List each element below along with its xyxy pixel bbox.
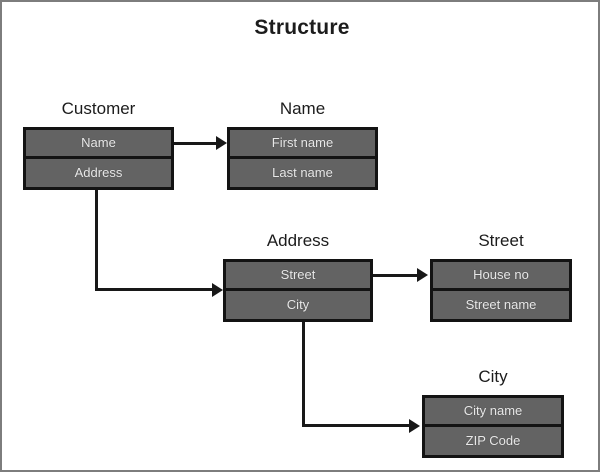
group-label-name: Name xyxy=(279,99,326,118)
box-name: First name Last name xyxy=(227,127,378,190)
group-customer: Customer Name Address xyxy=(23,99,174,190)
box-city: City name ZIP Code xyxy=(422,395,564,458)
box-street: House no Street name xyxy=(430,259,572,322)
field-city-city-name[interactable]: City name xyxy=(425,398,561,427)
field-address-street[interactable]: Street xyxy=(226,262,370,291)
page-title: Structure xyxy=(254,16,350,39)
connector-customer-name-to-name xyxy=(174,142,222,145)
group-label-street: Street xyxy=(478,231,524,250)
connector-customer-address-horizontal xyxy=(95,288,218,291)
field-name-first-name[interactable]: First name xyxy=(230,130,375,159)
arrowhead-customer-address-to-address xyxy=(212,283,223,297)
field-street-street-name[interactable]: Street name xyxy=(433,290,569,319)
arrowhead-customer-name-to-name xyxy=(216,136,227,150)
group-label-customer: Customer xyxy=(61,99,136,118)
field-city-zip-code[interactable]: ZIP Code xyxy=(425,426,561,455)
group-label-city: City xyxy=(478,367,508,386)
arrowhead-address-city-to-city xyxy=(409,419,420,433)
field-name-last-name[interactable]: Last name xyxy=(230,158,375,187)
connector-customer-address-vertical xyxy=(95,190,98,291)
group-address: Address Street City xyxy=(223,231,373,322)
group-label-address: Address xyxy=(266,231,330,250)
group-city: City City name ZIP Code xyxy=(422,367,564,458)
connector-address-city-vertical xyxy=(302,322,305,427)
group-name: Name First name Last name xyxy=(227,99,378,190)
connector-address-street-to-street xyxy=(373,274,423,277)
group-street: Street House no Street name xyxy=(430,231,572,322)
field-customer-name[interactable]: Name xyxy=(26,130,171,159)
field-address-city[interactable]: City xyxy=(226,290,370,319)
connector-address-city-horizontal xyxy=(302,424,415,427)
box-customer: Name Address xyxy=(23,127,174,190)
field-street-house-no[interactable]: House no xyxy=(433,262,569,291)
field-customer-address[interactable]: Address xyxy=(26,158,171,187)
arrowhead-address-street-to-street xyxy=(417,268,428,282)
box-address: Street City xyxy=(223,259,373,322)
